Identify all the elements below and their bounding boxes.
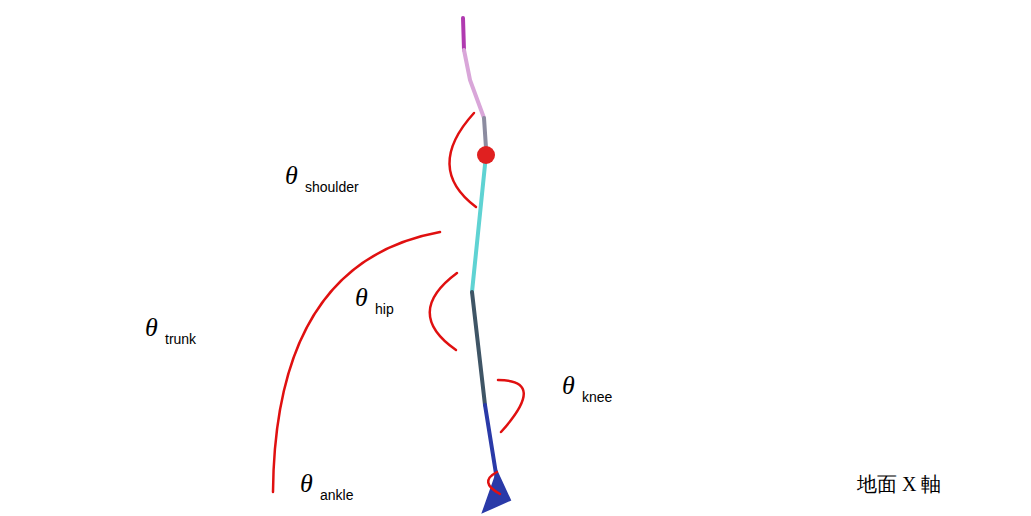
angle-symbol: θ	[145, 315, 158, 341]
angle-symbol: θ	[355, 285, 368, 311]
angle-symbol: θ	[300, 471, 313, 497]
shoulder-joint	[477, 146, 495, 164]
upper-segment	[484, 118, 486, 148]
foot	[483, 472, 510, 512]
hip-angle-arc	[430, 273, 457, 350]
trunk-angle-arc	[273, 232, 440, 492]
thigh-segment	[472, 292, 485, 405]
trunk-segment	[472, 155, 486, 292]
shank-segment	[485, 405, 497, 480]
shoulder-angle-arc	[449, 113, 476, 207]
head-segment	[463, 18, 464, 50]
knee-angle-arc	[498, 380, 524, 432]
angle-subscript: trunk	[165, 332, 196, 346]
axis-label: 地面 X 軸	[857, 474, 941, 494]
angle-symbol: θ	[562, 373, 575, 399]
angle-subscript: knee	[582, 390, 612, 404]
angle-subscript: shoulder	[305, 180, 359, 194]
ankle-angle-arc	[488, 472, 500, 494]
angle-subscript: hip	[375, 302, 394, 316]
angle-subscript: ankle	[320, 488, 353, 502]
angle-symbol: θ	[285, 163, 298, 189]
neck-segment	[464, 50, 484, 118]
